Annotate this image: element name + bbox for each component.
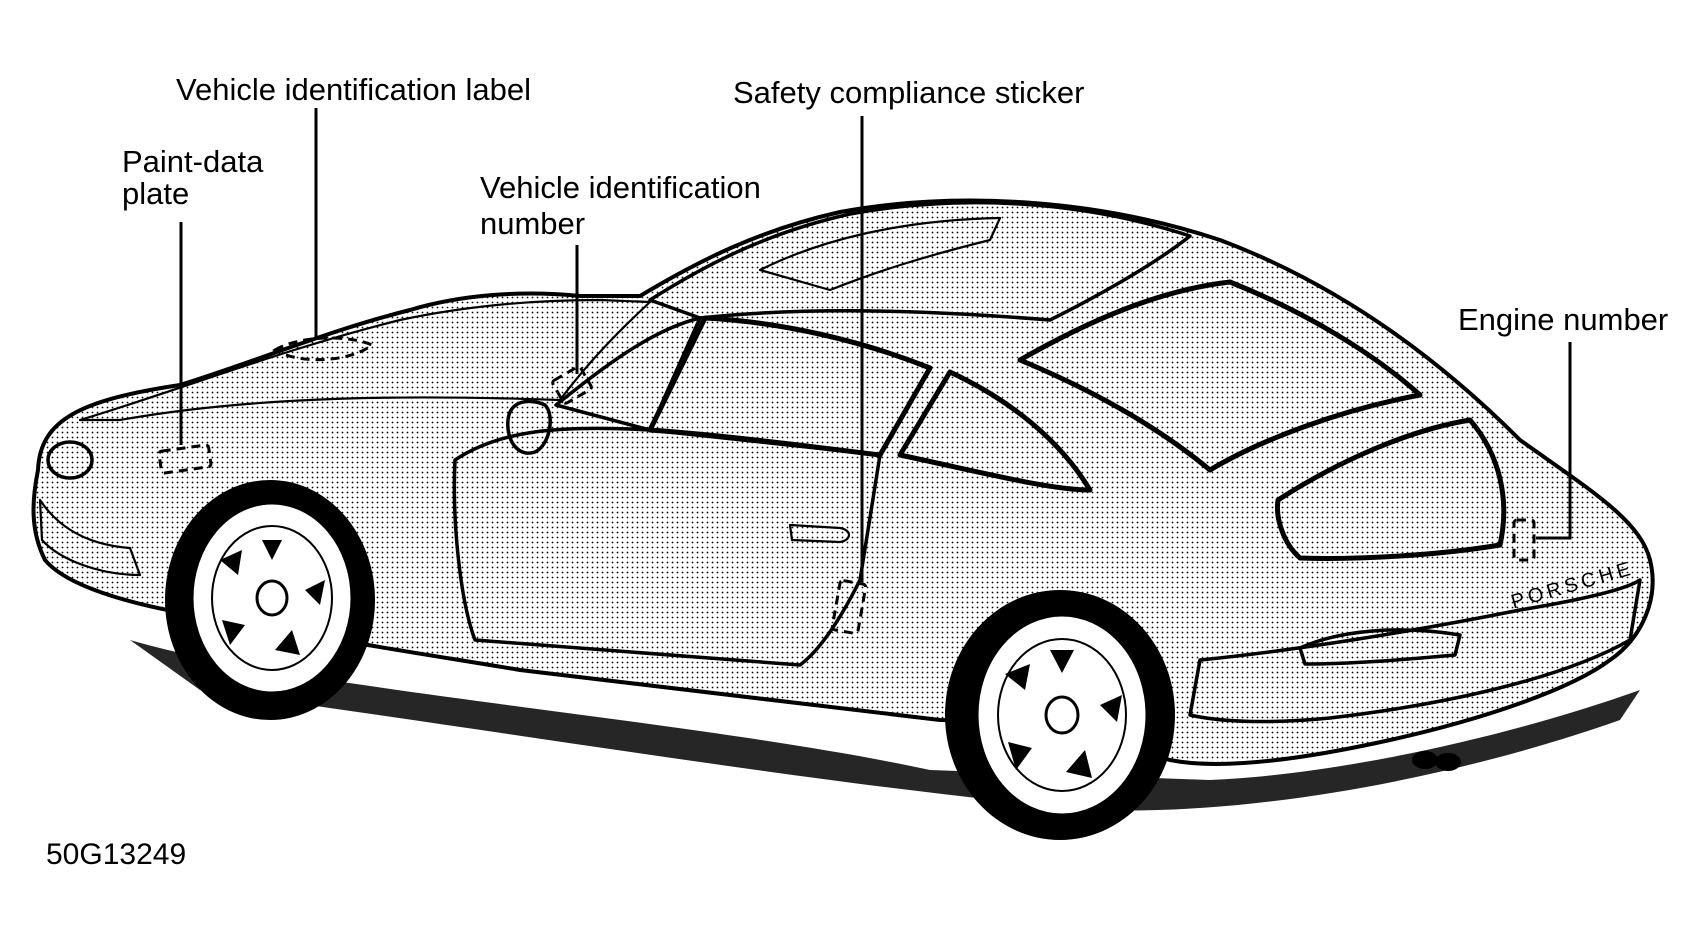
label-engine-number: Engine number (1458, 302, 1668, 337)
sunroof (758, 216, 1002, 292)
label-vehicle-identification-number-line-2: number (480, 206, 585, 241)
label-vehicle-identification-number-line-1: Vehicle identification (480, 170, 761, 205)
car-illustration: PORSCHE (31, 198, 1655, 840)
engine-grille (1274, 417, 1507, 561)
ground-shadow (130, 640, 1640, 811)
side-mirror (506, 399, 552, 455)
callout-labels: Vehicle identification label Paint-data … (46, 72, 1668, 871)
rear-bumper (1188, 578, 1642, 724)
front-hood (78, 298, 652, 422)
rear-quarter-window (897, 369, 1093, 493)
label-paint-data-plate-line-1: Paint-data (122, 144, 264, 179)
roof (648, 200, 1192, 322)
figure-id: 50G13249 (46, 838, 186, 871)
label-vehicle-identification-label: Vehicle identification label (176, 72, 531, 107)
front-bumper (38, 498, 142, 577)
marker-engine-number (1512, 518, 1536, 562)
label-safety-compliance-sticker: Safety compliance sticker (733, 75, 1084, 110)
marker-safety-compliance-sticker (830, 579, 868, 635)
windshield (554, 316, 702, 432)
exhaust-tip-left (1412, 751, 1438, 769)
leader-engine-number (1536, 342, 1572, 540)
front-hub-cap (255, 579, 289, 617)
door-outline (452, 426, 882, 667)
headlamp (46, 440, 94, 480)
label-safety-compliance-sticker-line-1: Safety compliance sticker (733, 75, 1084, 110)
marker-vehicle-identification-number (551, 365, 593, 405)
rear-wheel (945, 590, 1175, 840)
label-paint-data-plate: Paint-data plate (122, 144, 272, 211)
car-body (31, 198, 1655, 766)
front-wheel (165, 480, 375, 720)
label-vehicle-identification-number: Vehicle identification number (480, 170, 770, 241)
label-vehicle-identification-label-line-1: Vehicle identification label (176, 72, 531, 107)
label-engine-number-line-1: Engine number (1458, 302, 1668, 337)
door-handle (788, 523, 851, 544)
rear-window (1017, 279, 1423, 473)
marker-paint-data-plate (157, 443, 213, 475)
marker-vehicle-identification-label (272, 336, 375, 362)
tail-light (1298, 628, 1462, 666)
label-paint-data-plate-line-2: plate (122, 176, 189, 211)
rear-hub-cap (1044, 695, 1080, 735)
exhaust-tip-right (1435, 753, 1461, 771)
callout-leaders (179, 108, 1572, 582)
